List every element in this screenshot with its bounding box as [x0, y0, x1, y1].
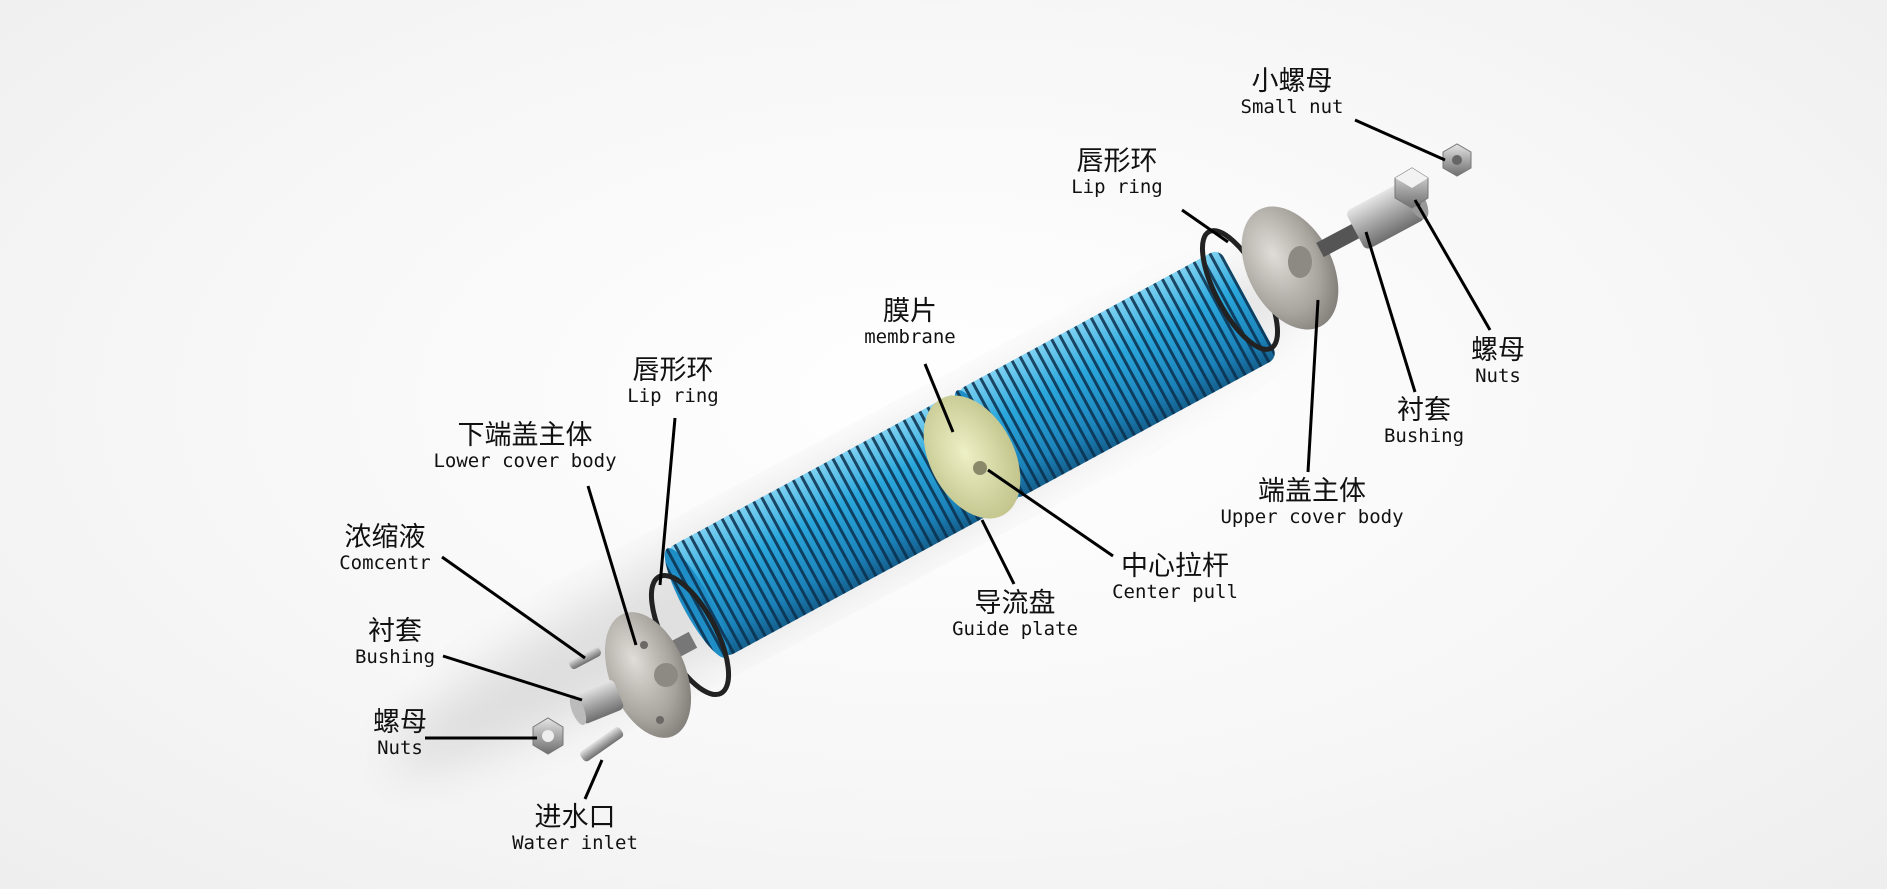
small-nut-part	[1443, 144, 1471, 176]
label-bushing-upper: 衬套 Bushing	[1374, 397, 1474, 447]
label-nuts-upper-cn: 螺母	[1448, 337, 1548, 365]
label-concentrate: 浓缩液 Comcentr	[325, 524, 445, 574]
label-nuts-upper: 螺母 Nuts	[1448, 337, 1548, 387]
label-nuts-upper-en: Nuts	[1448, 367, 1548, 387]
label-lip-ring-upper: 唇形环 Lip ring	[1057, 148, 1177, 198]
label-lower-cover-body: 下端盖主体 Lower cover body	[420, 422, 630, 472]
label-guide-plate-en: Guide plate	[940, 620, 1090, 640]
label-bushing-lower: 衬套 Bushing	[345, 618, 445, 668]
label-guide-plate-cn: 导流盘	[940, 590, 1090, 618]
label-concentrate-cn: 浓缩液	[325, 524, 445, 552]
label-concentrate-en: Comcentr	[325, 554, 445, 574]
label-guide-plate: 导流盘 Guide plate	[940, 590, 1090, 640]
label-bushing-lower-cn: 衬套	[345, 618, 445, 646]
label-water-inlet-cn: 进水口	[500, 804, 650, 832]
label-nuts-lower-cn: 螺母	[350, 709, 450, 737]
label-water-inlet-en: Water inlet	[500, 834, 650, 854]
label-small-nut-cn: 小螺母	[1232, 68, 1352, 96]
label-lip-ring-upper-en: Lip ring	[1057, 178, 1177, 198]
label-upper-cover-body-cn: 端盖主体	[1212, 478, 1412, 506]
label-nuts-lower: 螺母 Nuts	[350, 709, 450, 759]
label-bushing-lower-en: Bushing	[345, 648, 445, 668]
water-inlet-pipe	[579, 726, 625, 763]
label-membrane-cn: 膜片	[850, 298, 970, 326]
label-membrane-en: membrane	[850, 328, 970, 348]
label-small-nut: 小螺母 Small nut	[1232, 68, 1352, 118]
label-lip-ring-lower: 唇形环 Lip ring	[613, 357, 733, 407]
label-lip-ring-lower-cn: 唇形环	[613, 357, 733, 385]
label-lip-ring-lower-en: Lip ring	[613, 387, 733, 407]
label-lower-cover-body-cn: 下端盖主体	[420, 422, 630, 450]
label-membrane: 膜片 membrane	[850, 298, 970, 348]
label-small-nut-en: Small nut	[1232, 98, 1352, 118]
label-center-pull: 中心拉杆 Center pull	[1100, 553, 1250, 603]
label-lip-ring-upper-cn: 唇形环	[1057, 148, 1177, 176]
label-nuts-lower-en: Nuts	[350, 739, 450, 759]
label-center-pull-cn: 中心拉杆	[1100, 553, 1250, 581]
label-upper-cover-body: 端盖主体 Upper cover body	[1212, 478, 1412, 528]
label-bushing-upper-cn: 衬套	[1374, 397, 1474, 425]
label-bushing-upper-en: Bushing	[1374, 427, 1474, 447]
label-upper-cover-body-en: Upper cover body	[1212, 508, 1412, 528]
label-water-inlet: 进水口 Water inlet	[500, 804, 650, 854]
label-center-pull-en: Center pull	[1100, 583, 1250, 603]
label-lower-cover-body-en: Lower cover body	[420, 452, 630, 472]
